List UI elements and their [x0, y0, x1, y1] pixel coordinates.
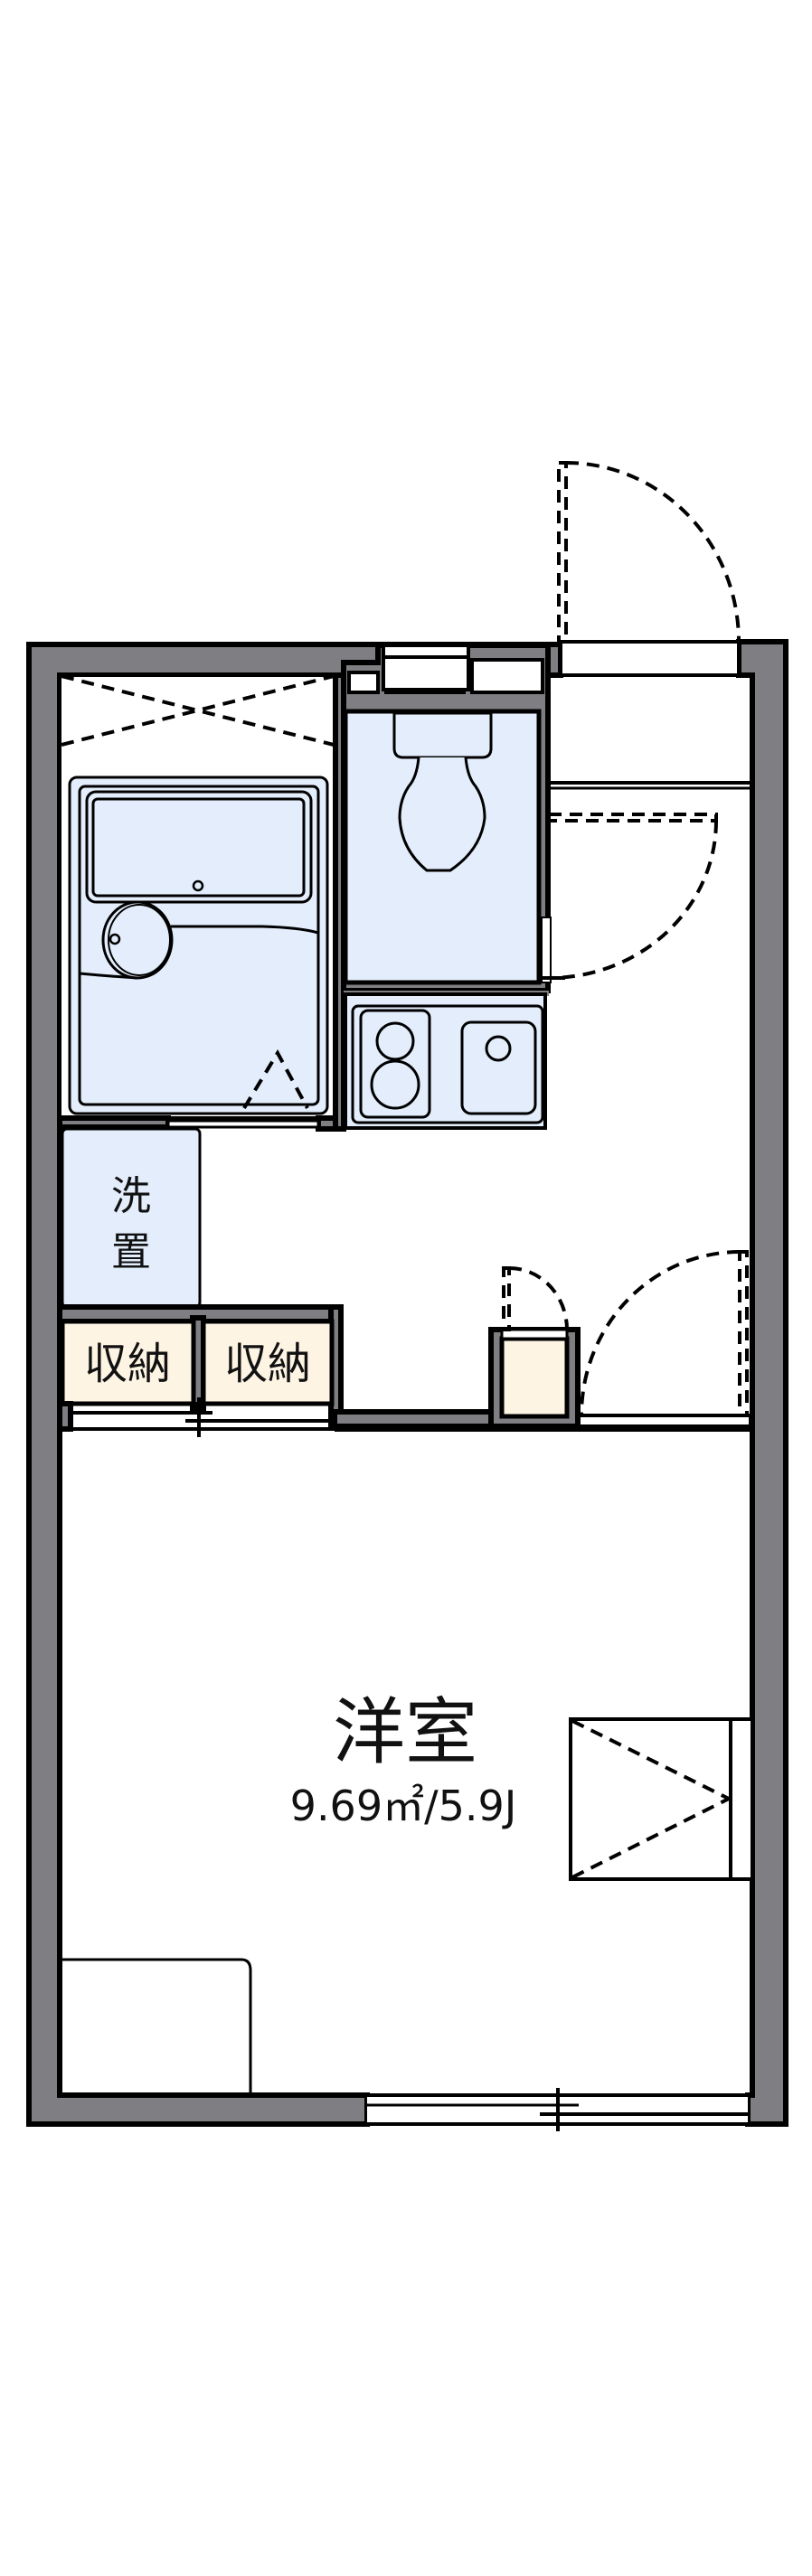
toilet-bowl-icon — [398, 757, 486, 872]
desk — [61, 1958, 252, 2095]
toilet-door[interactable] — [543, 813, 718, 980]
room-door[interactable] — [580, 1250, 749, 1417]
washer-label-1: 洗 — [111, 1173, 151, 1219]
closet-sliding-doors[interactable] — [57, 1397, 335, 1437]
bottom-window[interactable] — [367, 2088, 748, 2131]
bathroom — [58, 673, 337, 1120]
toilet-room — [341, 643, 551, 993]
storage-1-label: 収納 — [84, 1339, 171, 1389]
kitchen — [344, 991, 549, 1130]
main-room: 洋室 9.69㎡/5.9J — [290, 1690, 517, 1830]
sink — [460, 1020, 537, 1115]
entrance-door[interactable] — [557, 461, 741, 644]
washer-space: 洗 置 — [60, 1127, 202, 1309]
toilet-tank — [392, 711, 493, 759]
bay-window-box — [569, 1717, 754, 1881]
wash-basin — [101, 900, 174, 980]
small-closet[interactable] — [499, 1336, 570, 1419]
stove — [359, 1009, 431, 1119]
burner-icon — [370, 1059, 420, 1110]
bathroom-door[interactable] — [166, 1119, 320, 1129]
room-area: 9.69㎡/5.9J — [290, 1782, 517, 1830]
washer-label-2: 置 — [111, 1229, 151, 1275]
small-closet-door[interactable] — [502, 1266, 569, 1331]
entrance-threshold — [559, 640, 741, 677]
burner-icon — [375, 1021, 415, 1061]
room-name: 洋室 — [333, 1690, 477, 1774]
storage-closet-1[interactable]: 収納 — [60, 1319, 196, 1406]
toilet-window — [382, 644, 470, 691]
bathtub — [85, 790, 313, 904]
storage-2-label: 収納 — [224, 1339, 311, 1389]
storage-closet-2[interactable]: 収納 — [201, 1319, 335, 1406]
